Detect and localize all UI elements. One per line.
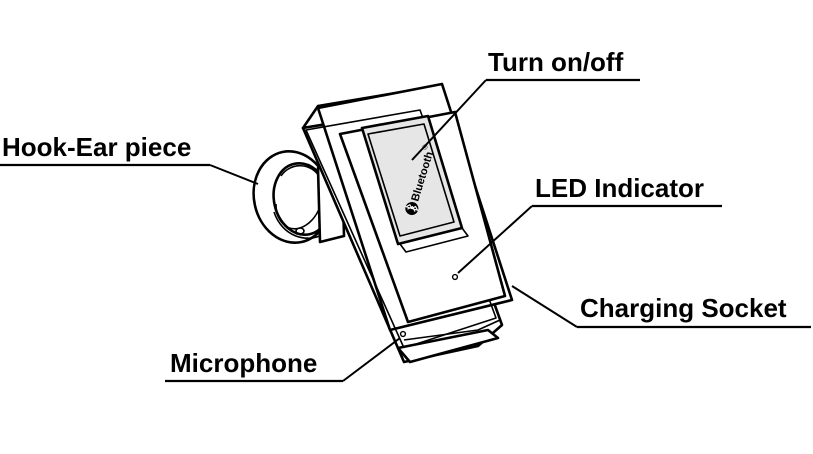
label-microphone: Microphone xyxy=(170,348,317,378)
label-hook-ear-piece: Hook-Ear piece xyxy=(2,132,191,162)
callout-led-indicator: LED Indicator xyxy=(457,173,722,274)
led-indicator-dot-icon xyxy=(451,273,459,281)
callout-turn-on-off: Turn on/off xyxy=(411,47,640,161)
body-bottom-face xyxy=(396,328,500,364)
label-charging-socket: Charging Socket xyxy=(580,293,787,323)
power-button-base xyxy=(399,227,469,253)
body-bottom-seam xyxy=(403,319,501,341)
callout-microphone: Microphone xyxy=(165,337,401,383)
microphone-hole-icon xyxy=(399,330,407,338)
leader-microphone xyxy=(342,337,401,382)
leader-led-indicator xyxy=(457,205,533,274)
power-button-inner-edge xyxy=(367,123,455,237)
label-turn-on-off: Turn on/off xyxy=(488,47,624,77)
leader-hook-ear-piece xyxy=(209,164,259,185)
callout-charging-socket: Charging Socket xyxy=(511,285,811,329)
leader-charging-socket xyxy=(511,285,578,328)
body-side-inner-line xyxy=(305,109,497,349)
callout-hook-ear-piece: Hook-Ear piece xyxy=(0,132,259,185)
ear-hook-nub xyxy=(295,227,305,235)
leader-turn-on-off xyxy=(411,79,487,161)
label-led-indicator: LED Indicator xyxy=(535,173,704,203)
bluetooth-rune-icon xyxy=(404,203,419,212)
